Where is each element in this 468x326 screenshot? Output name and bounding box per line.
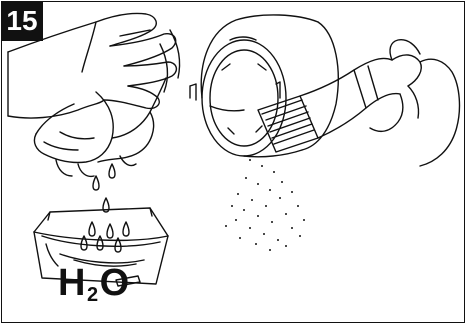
dust-particles xyxy=(225,159,305,251)
filter-cylinder-icon xyxy=(190,15,338,157)
formula-subscript: 2 xyxy=(87,284,99,306)
brush-icon xyxy=(258,40,459,166)
water-formula: H2O xyxy=(58,264,130,308)
hand-with-cloth-icon xyxy=(8,13,180,176)
